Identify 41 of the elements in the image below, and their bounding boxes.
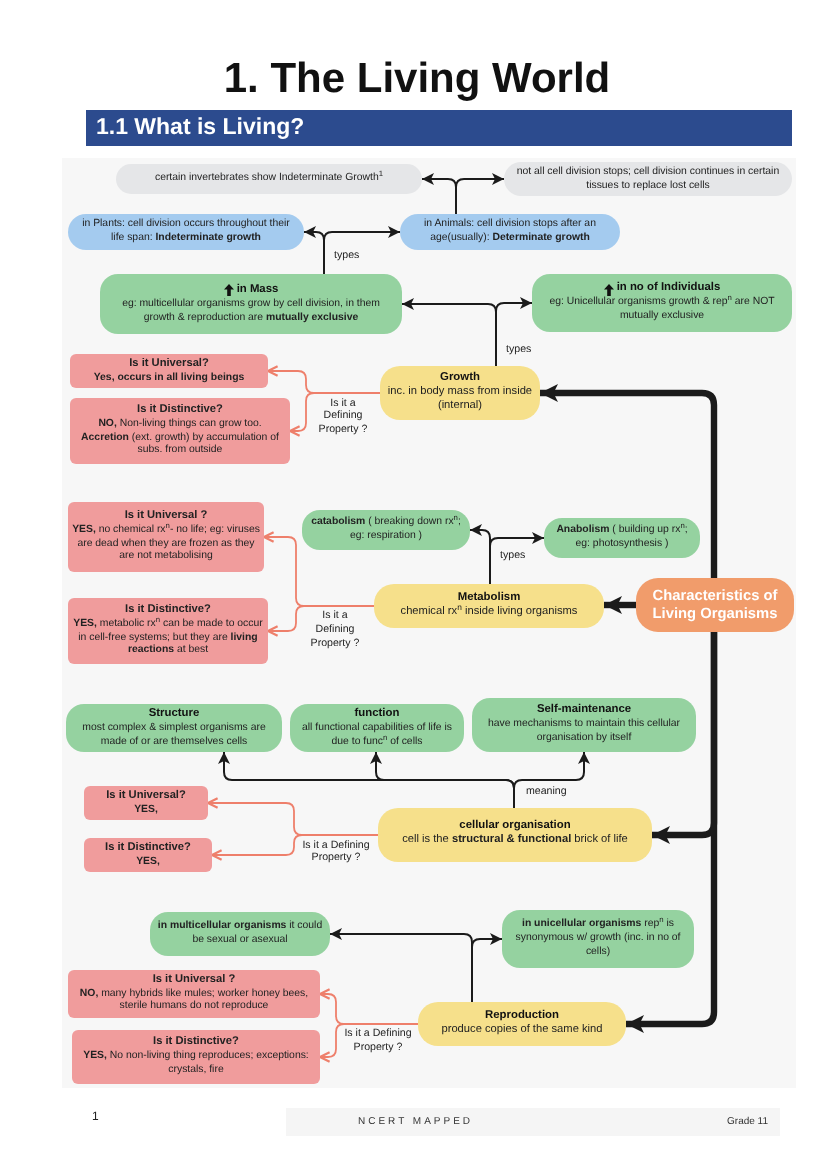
thick-arrow bbox=[626, 632, 718, 1033]
note-pill bbox=[400, 214, 620, 250]
arrow bbox=[318, 1023, 419, 1063]
arrow bbox=[210, 834, 379, 861]
question-box bbox=[84, 838, 212, 872]
note-pill bbox=[68, 214, 304, 250]
thick-arrow bbox=[604, 596, 636, 614]
detail-box bbox=[472, 698, 696, 752]
detail-box bbox=[150, 912, 330, 956]
page-title: 1. The Living World bbox=[223, 56, 611, 103]
question-box bbox=[68, 970, 320, 1018]
question-box bbox=[68, 502, 264, 572]
question-box bbox=[68, 598, 268, 664]
question-box bbox=[70, 354, 268, 388]
detail-box bbox=[544, 518, 700, 558]
arrow bbox=[266, 605, 375, 637]
note-pill bbox=[116, 164, 422, 194]
topic-box bbox=[378, 808, 652, 862]
arrow bbox=[455, 173, 505, 215]
arrow bbox=[323, 226, 401, 275]
thick-arrow bbox=[540, 384, 718, 578]
arrow bbox=[471, 933, 503, 1003]
detail-box bbox=[66, 704, 282, 752]
question-box bbox=[72, 1030, 320, 1084]
detail-box bbox=[302, 510, 470, 550]
arrow bbox=[513, 751, 590, 809]
section-heading: 1.1 What is Living? bbox=[86, 110, 792, 146]
detail-box bbox=[502, 910, 694, 968]
question-box bbox=[84, 786, 208, 820]
arrow bbox=[489, 532, 545, 585]
central-box bbox=[636, 578, 794, 632]
topic-box bbox=[380, 366, 540, 420]
detail-box bbox=[100, 274, 402, 334]
arrow bbox=[288, 392, 381, 437]
detail-box bbox=[290, 704, 464, 752]
topic-box bbox=[418, 1002, 626, 1046]
question-box bbox=[70, 398, 290, 464]
arrow bbox=[495, 297, 533, 367]
note-pill bbox=[504, 162, 792, 196]
detail-box bbox=[532, 274, 792, 332]
topic-box bbox=[374, 584, 604, 628]
